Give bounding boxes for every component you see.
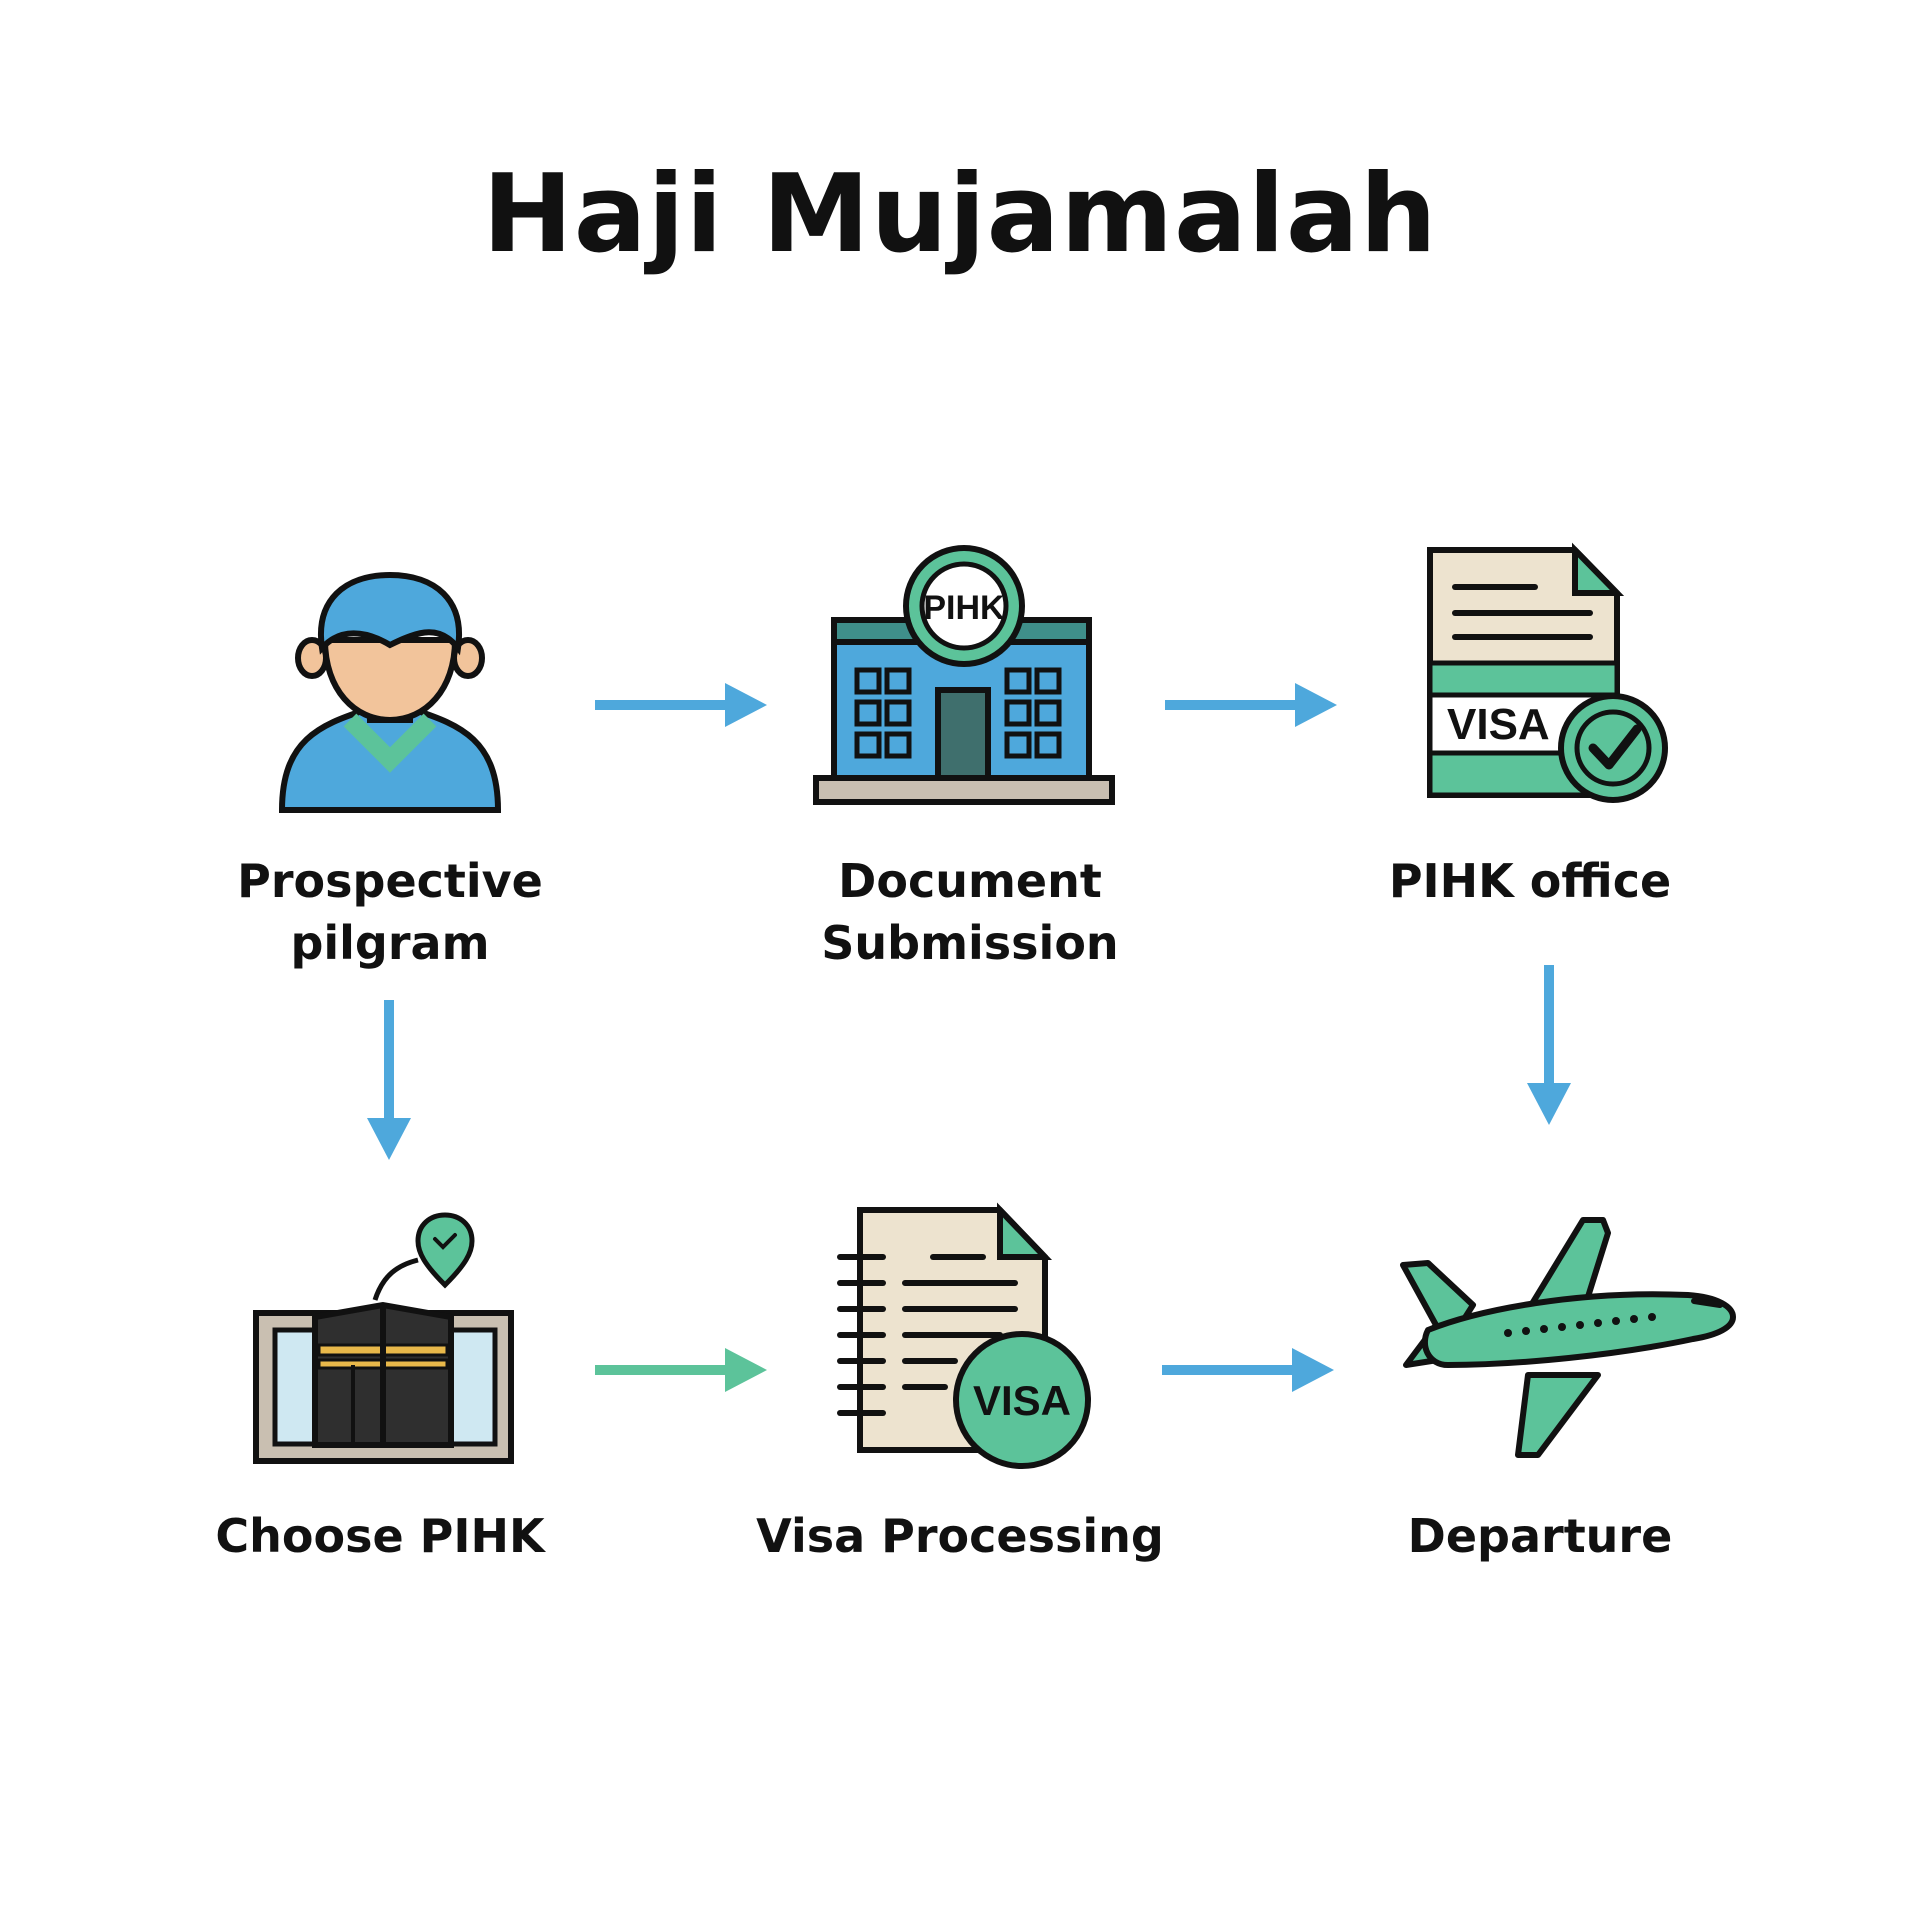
arrow-right-4 <box>1162 1348 1334 1392</box>
diagram-title: Haji Mujamalah <box>482 152 1438 277</box>
visa-document-stamp-icon: VISA <box>837 1202 1091 1469</box>
arrow-right-1 <box>595 683 767 727</box>
step-label-choose-pihk: Choose PIHK <box>215 1509 545 1563</box>
step-label-departure: Departure <box>1407 1509 1673 1563</box>
visa-document-check-icon: VISA <box>1427 542 1668 803</box>
step-label-visa-processing: Visa Processing <box>756 1509 1164 1563</box>
pihk-badge-text: PIHK <box>923 589 1005 627</box>
kaaba-location-icon <box>253 1212 514 1464</box>
step-label-prospective-pilgram: Prospective pilgram <box>237 854 543 970</box>
pihk-building-icon: PIHK <box>813 545 1115 805</box>
arrow-down-2 <box>1527 965 1571 1125</box>
arrow-down-1 <box>367 1000 411 1160</box>
arrow-right-2 <box>1165 683 1337 727</box>
visa-stamp-text: VISA <box>973 1377 1071 1424</box>
airplane-icon <box>1400 1217 1736 1458</box>
arrow-right-3 <box>595 1348 767 1392</box>
person-icon <box>278 571 502 813</box>
visa-label-text: VISA <box>1447 700 1550 749</box>
step-label-pihk-office: PIHK office <box>1388 854 1672 908</box>
step-label-document-submission: Document Submission <box>821 854 1119 970</box>
